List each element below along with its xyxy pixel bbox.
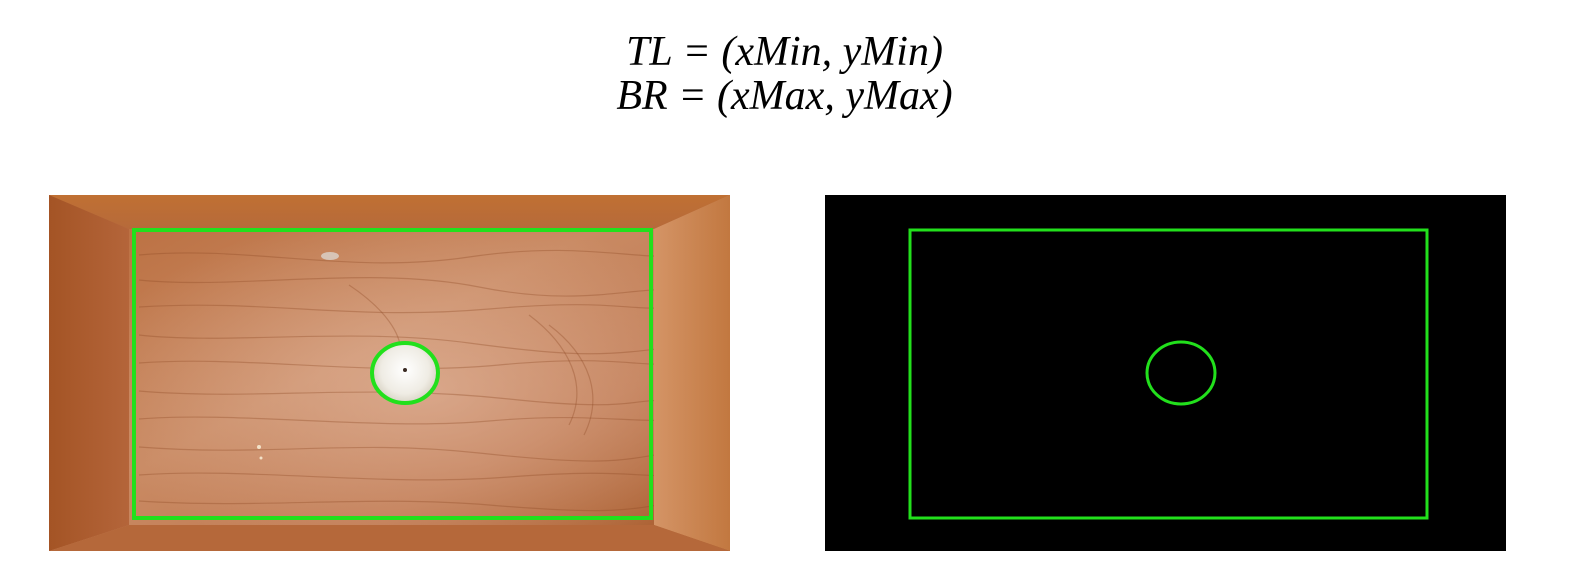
cup-center-dot <box>403 368 407 372</box>
debris-spot <box>257 445 261 449</box>
drawer-wall-top <box>49 195 730 229</box>
equations: TL = (xMin, yMin) BR = (xMax, yMax) <box>0 30 1569 118</box>
drawer-wall-right <box>654 195 730 551</box>
wood-grain <box>138 249 690 512</box>
equation-bottom-right: BR = (xMax, yMax) <box>616 73 953 119</box>
wood-drawer-photo <box>49 195 730 551</box>
cup-detection-circle <box>370 341 440 405</box>
cup-detection-circle <box>1145 340 1217 406</box>
photo-panel <box>49 195 730 551</box>
detection-mask <box>825 195 1506 551</box>
drawer-wall-bottom <box>49 525 730 551</box>
drawer-wall-left <box>49 195 129 551</box>
debris-spot <box>321 252 339 260</box>
equation-top-left: TL = (xMin, yMin) <box>626 29 943 75</box>
mask-background <box>825 195 1506 551</box>
debris-spot <box>259 456 263 460</box>
mask-panel <box>825 195 1506 551</box>
bounding-box <box>908 228 1429 520</box>
bounding-box <box>132 228 653 520</box>
white-cup <box>374 342 436 404</box>
